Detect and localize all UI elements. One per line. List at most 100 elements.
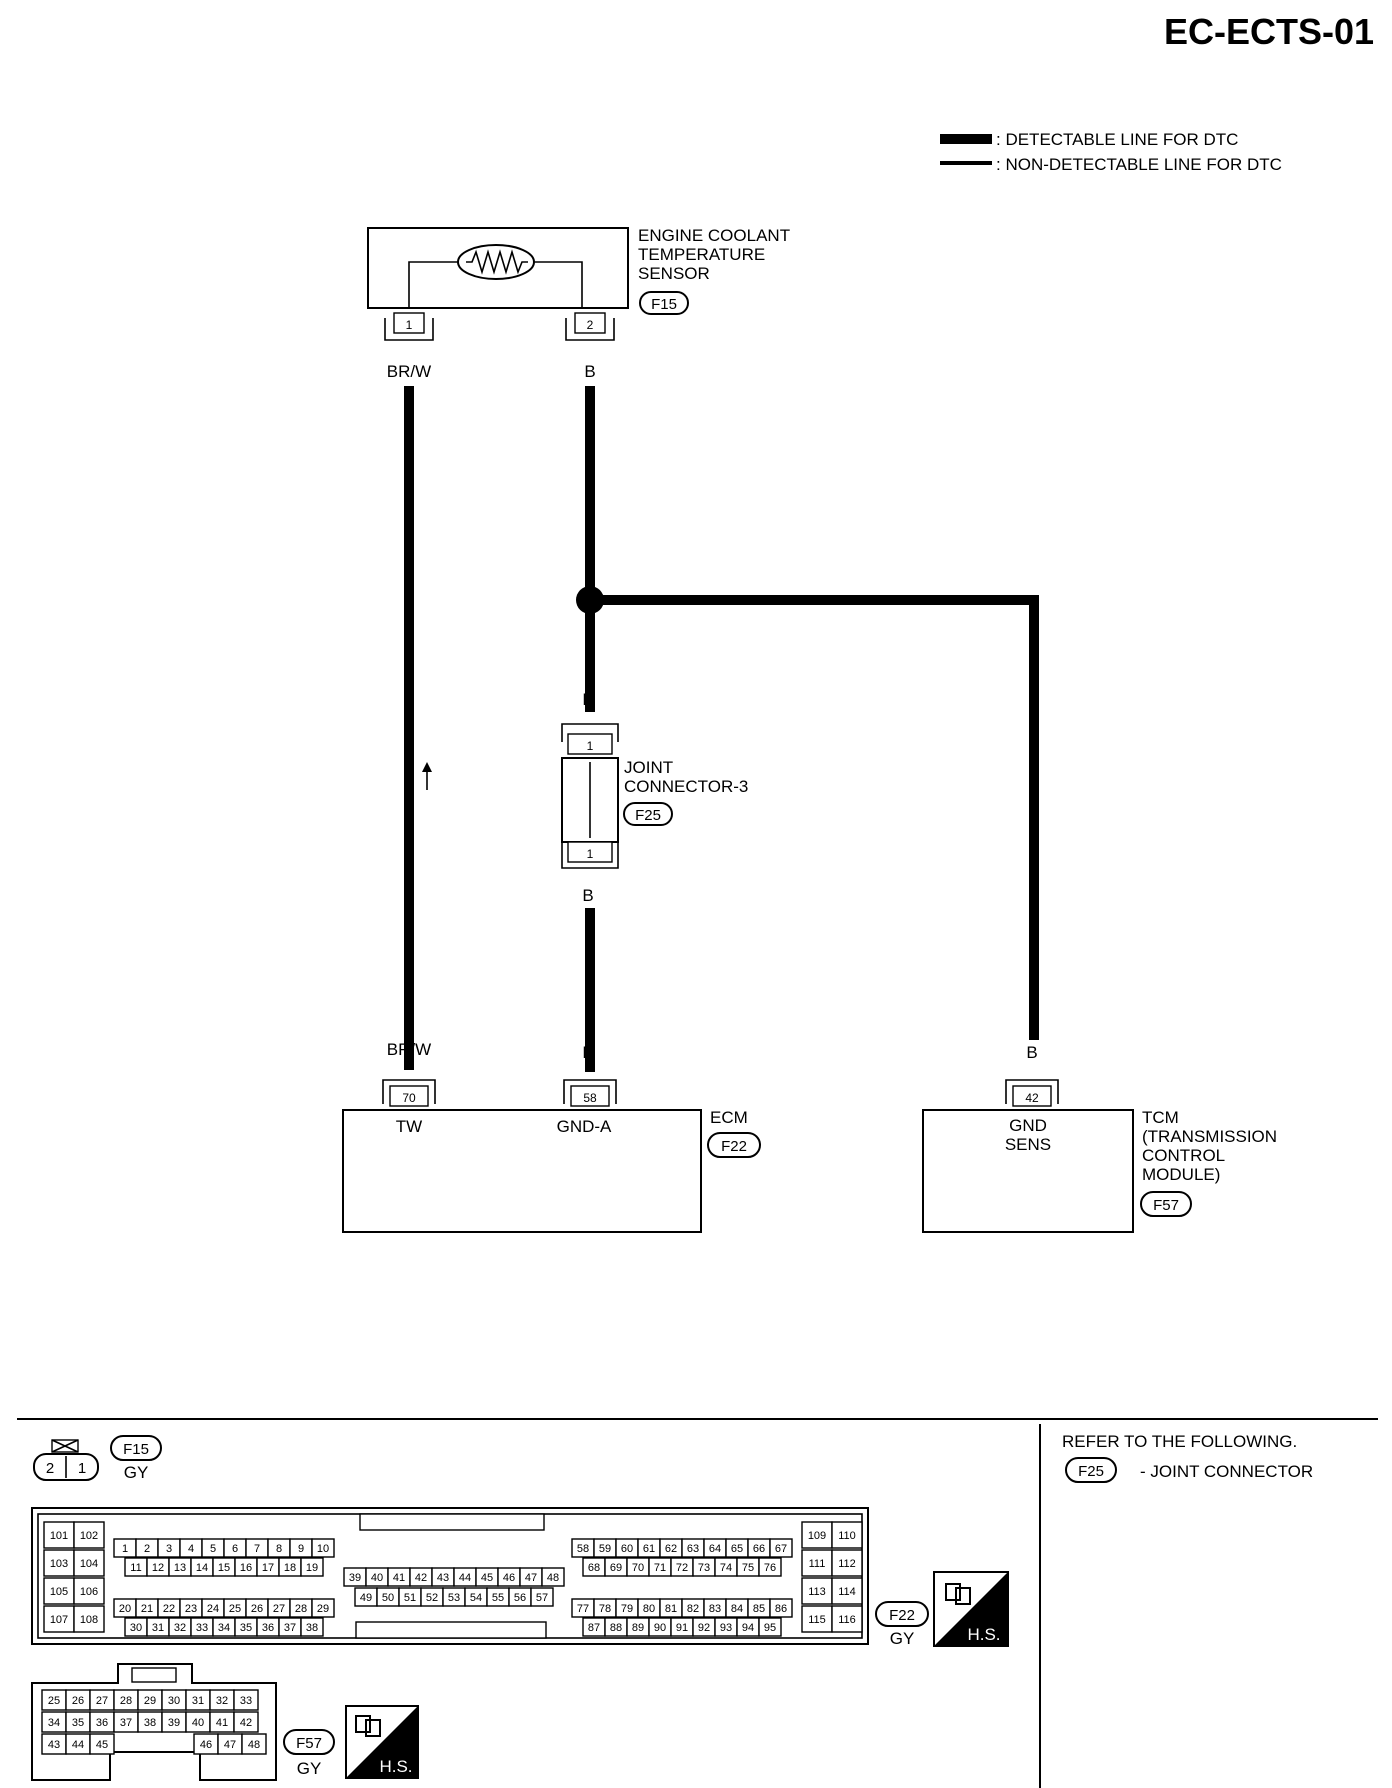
- f22-pin-32: 32: [168, 1617, 192, 1637]
- f22-pin-42-number: 42: [415, 1572, 427, 1584]
- f22-pin-108: 108: [73, 1605, 105, 1633]
- refer-text: REFER TO THE FOLLOWING.: [1062, 1432, 1297, 1451]
- tcm-label-line2: (TRANSMISSION: [1142, 1127, 1277, 1146]
- f22-pin-19-number: 19: [306, 1562, 318, 1574]
- f22-pin-74: 74: [714, 1557, 738, 1577]
- f22-pin-54-number: 54: [470, 1592, 482, 1604]
- wire-label-b-below-joint: B: [582, 886, 593, 905]
- f22-pin-27-number: 27: [273, 1603, 285, 1615]
- f22-pin-51-number: 51: [404, 1592, 416, 1604]
- sensor-pin1: [393, 312, 425, 334]
- f22-pin-53-number: 53: [448, 1592, 460, 1604]
- f22-pin-58-number: 58: [577, 1543, 589, 1555]
- f22-pin-103: 103: [43, 1549, 75, 1577]
- f15-pin-2: 2: [46, 1460, 54, 1477]
- f22-id: F22: [889, 1607, 915, 1624]
- f22-pin-81-number: 81: [665, 1603, 677, 1615]
- f22-pin-6-number: 6: [232, 1543, 238, 1555]
- f57-pin-26-number: 26: [72, 1695, 84, 1707]
- f22-pin-114: 114: [831, 1577, 863, 1605]
- ecm-connector-badge: [707, 1132, 761, 1158]
- f22-pin-56-number: 56: [514, 1592, 526, 1604]
- f22-pin-7: 7: [245, 1538, 269, 1558]
- sensor-connector-badge: [639, 291, 689, 315]
- f22-pin-75: 75: [736, 1557, 760, 1577]
- f22-pin-10-number: 10: [317, 1543, 329, 1555]
- f22-pin-94-number: 94: [742, 1622, 754, 1634]
- f22-pin-93-number: 93: [720, 1622, 732, 1634]
- f22-pin-107: 107: [43, 1605, 75, 1633]
- tcm-pin-42: [1012, 1085, 1052, 1107]
- f15-color: GY: [124, 1463, 149, 1482]
- f57-pin-38: 38: [137, 1711, 163, 1733]
- f22-pin-65: 65: [725, 1538, 749, 1558]
- f22-pin-101-number: 101: [50, 1530, 68, 1542]
- ecm-label: ECM: [710, 1108, 748, 1127]
- sensor-label-line3: SENSOR: [638, 264, 710, 283]
- f57-id: F57: [296, 1735, 322, 1752]
- f22-pin-49: 49: [354, 1587, 378, 1607]
- f22-pin-48-number: 48: [547, 1572, 559, 1584]
- f57-pin-42-number: 42: [240, 1717, 252, 1729]
- f22-pin-83-number: 83: [709, 1603, 721, 1615]
- f22-pin-113: 113: [801, 1577, 833, 1605]
- f22-pin-36: 36: [256, 1617, 280, 1637]
- f22-pin-84-number: 84: [731, 1603, 743, 1615]
- legend-non-detectable: : NON-DETECTABLE LINE FOR DTC: [996, 155, 1282, 174]
- f22-pin-61-number: 61: [643, 1543, 655, 1555]
- f22-pin-85-number: 85: [753, 1603, 765, 1615]
- f57-pin-39: 39: [161, 1711, 187, 1733]
- f57-pin-46-number: 46: [200, 1739, 212, 1751]
- f22-pin-25: 25: [223, 1598, 247, 1618]
- tcm: 42 GND SENS TCM (TRANSMISSION CONTROL MO…: [922, 1079, 1277, 1233]
- f22-pin-12: 12: [146, 1557, 170, 1577]
- f22-pin-68-number: 68: [588, 1562, 600, 1574]
- f22-pin-21: 21: [135, 1598, 159, 1618]
- f22-pin-44: 44: [453, 1567, 477, 1587]
- f57-pin-28-number: 28: [120, 1695, 132, 1707]
- f22-pin-7-number: 7: [254, 1543, 260, 1555]
- joint-pin-bottom: [567, 841, 613, 863]
- f22-top-key: [359, 1513, 545, 1531]
- f22-pin-39: 39: [343, 1567, 367, 1587]
- f22-pin-54: 54: [464, 1587, 488, 1607]
- f22-pin-107-number: 107: [50, 1614, 68, 1626]
- f22-badge: [875, 1601, 929, 1627]
- f15-pin-1: 1: [78, 1460, 86, 1477]
- f22-pin-9-number: 9: [298, 1543, 304, 1555]
- f57-pin-42: 42: [233, 1711, 259, 1733]
- f22-pin-93: 93: [714, 1617, 738, 1637]
- wire-label-b-above-joint: B: [582, 690, 593, 709]
- f22-pin-116-number: 116: [838, 1614, 856, 1626]
- f22-pin-89: 89: [626, 1617, 650, 1637]
- f57-pin-43: 43: [41, 1733, 67, 1755]
- f22-pin-64-number: 64: [709, 1543, 721, 1555]
- f22-pin-71-number: 71: [654, 1562, 666, 1574]
- f22-pin-15-number: 15: [218, 1562, 230, 1574]
- f22-pin-78: 78: [593, 1598, 617, 1618]
- f22-pin-55: 55: [486, 1587, 510, 1607]
- f22-pin-20: 20: [113, 1598, 137, 1618]
- f22-pin-88-number: 88: [610, 1622, 622, 1634]
- sensor-pin2-bracket: [565, 318, 615, 341]
- f22-pin-76: 76: [758, 1557, 782, 1577]
- tcm-connector-badge: [1140, 1191, 1192, 1217]
- f22-pin-40-number: 40: [371, 1572, 383, 1584]
- f22-pin-13: 13: [168, 1557, 192, 1577]
- f22-pin-36-number: 36: [262, 1622, 274, 1634]
- f22-pin-33: 33: [190, 1617, 214, 1637]
- f22-pin-21-number: 21: [141, 1603, 153, 1615]
- f22-pin-39-number: 39: [349, 1572, 361, 1584]
- f22-pin-55-number: 55: [492, 1592, 504, 1604]
- f57-pin-39-number: 39: [168, 1717, 180, 1729]
- f22-pin-40: 40: [365, 1567, 389, 1587]
- tcm-label-line4: MODULE): [1142, 1165, 1220, 1184]
- f57-pin-27: 27: [89, 1689, 115, 1711]
- f22-pin-22-number: 22: [163, 1603, 175, 1615]
- f22-pin-76-number: 76: [764, 1562, 776, 1574]
- f22-pin-80-number: 80: [643, 1603, 655, 1615]
- f57-pin-26: 26: [65, 1689, 91, 1711]
- f57-pin-33-number: 33: [240, 1695, 252, 1707]
